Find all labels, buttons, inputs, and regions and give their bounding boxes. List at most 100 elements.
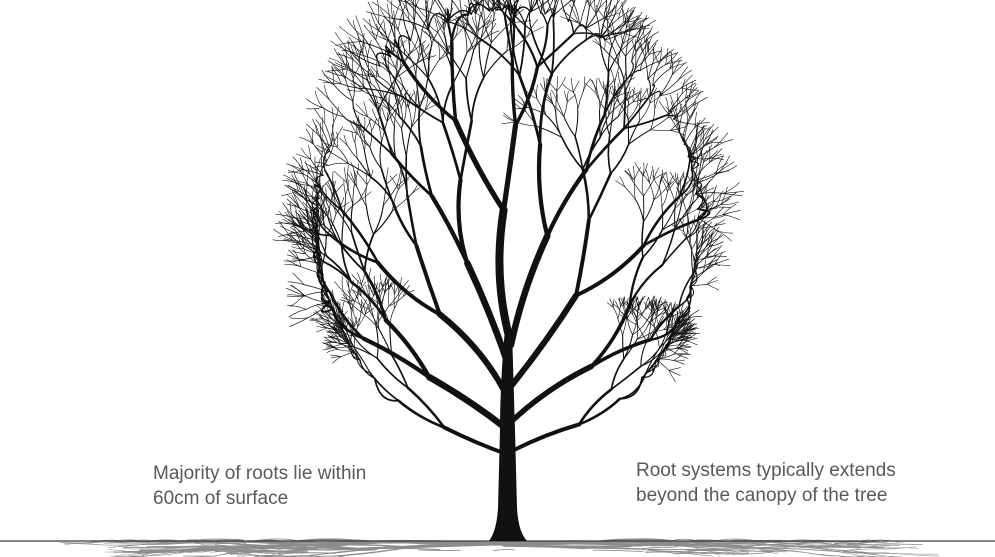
tree-branch [674, 345, 684, 355]
tree-branch [287, 305, 306, 309]
tree-branch [511, 236, 547, 345]
tree-branch [662, 238, 686, 265]
tree-branch [546, 115, 562, 138]
tree-branch [537, 85, 538, 99]
tree-branch [616, 301, 620, 310]
tree-branch [644, 200, 654, 222]
tree-branch [557, 101, 564, 117]
tree-branch [611, 366, 640, 389]
tree-branch [633, 89, 641, 101]
tree-branch [645, 41, 646, 58]
tree-branch [649, 170, 652, 182]
tree-branch [633, 321, 647, 334]
tree-branch [406, 157, 407, 196]
tree-branch [289, 318, 308, 327]
tree-branch [648, 65, 666, 80]
root-streak [593, 550, 643, 551]
tree-branch [531, 30, 552, 74]
tree-branch [485, 31, 499, 38]
tree-branch [419, 108, 421, 147]
tree-branch [634, 180, 635, 199]
tree-branch [466, 50, 474, 78]
tree-branch [319, 79, 334, 85]
tree-branch [347, 146, 357, 159]
root-streak [270, 545, 339, 546]
tree-branch [580, 3, 586, 26]
tree-branch [287, 164, 303, 170]
tree-branch [314, 108, 324, 123]
tree-branch [285, 212, 296, 224]
tree-branch [694, 122, 709, 124]
root-system-icon [60, 539, 940, 557]
tree-branch [576, 220, 589, 295]
tree-branch [283, 175, 298, 184]
tree-branch [568, 20, 573, 34]
tree-branch [639, 102, 640, 121]
tree-branch [644, 180, 654, 196]
tree-branch [331, 355, 341, 357]
tree-branch [640, 61, 660, 71]
tree-branch [593, 41, 605, 50]
tree-branch [564, 117, 575, 137]
tree-branch [609, 103, 622, 115]
tree-branch [291, 296, 305, 307]
tree-branch [612, 85, 613, 97]
tree-branch [292, 180, 307, 184]
tree-branch [539, 145, 547, 236]
tree-branch [672, 62, 686, 75]
tree-branch [377, 0, 379, 23]
tree-branch [310, 140, 322, 152]
tree-branch [723, 204, 736, 215]
tree-branch [361, 273, 365, 285]
tree-branch [374, 211, 393, 235]
tree-branch [675, 203, 676, 229]
tree-branch [541, 13, 548, 26]
tree-branch [311, 319, 324, 320]
tree-branch [597, 78, 598, 92]
tree-branch [649, 182, 653, 200]
annotation-root-depth-line2: 60cm of surface [153, 486, 366, 511]
tree-branch [628, 102, 629, 120]
tree-branch [315, 157, 316, 171]
tree-branch [645, 58, 648, 79]
tree-branch [537, 26, 547, 67]
tree-branch [625, 187, 635, 199]
tree-branch [513, 366, 591, 420]
tree-branch [323, 117, 324, 132]
tree-branch [342, 277, 343, 292]
root-streak [367, 548, 440, 549]
tree-branch [386, 320, 429, 377]
tree-branch [343, 129, 357, 133]
tree-branch [485, 23, 496, 38]
tree-branch [412, 41, 419, 55]
tree-branch [630, 257, 643, 305]
root-strand [895, 553, 940, 556]
tree-branch [347, 183, 353, 204]
tree-branch [329, 100, 344, 117]
tree-branch [600, 39, 609, 73]
tree-branch [663, 176, 670, 186]
tree-branch [408, 388, 445, 428]
tree-branch [642, 176, 643, 196]
tree-branch [573, 81, 579, 92]
tree-branch [556, 91, 557, 112]
tree-branch [332, 107, 334, 122]
tree-branch [686, 214, 688, 238]
tree-branch [557, 77, 566, 91]
tree-branch [504, 125, 516, 210]
tree-branch [723, 215, 739, 220]
tree-branch [382, 292, 385, 306]
tree-branch [585, 83, 596, 93]
tree-branch [309, 145, 311, 159]
tree-branch [354, 317, 357, 327]
tree-branch [711, 235, 723, 242]
tree-branch [398, 287, 399, 296]
tree-branch [292, 247, 304, 249]
tree-branch [605, 36, 606, 50]
tree-branch [567, 95, 575, 102]
tree-branch [325, 123, 332, 145]
tree-branch [344, 168, 347, 183]
tree-branch [290, 318, 308, 319]
tree-branch [648, 80, 650, 96]
tree-branch [579, 399, 620, 425]
